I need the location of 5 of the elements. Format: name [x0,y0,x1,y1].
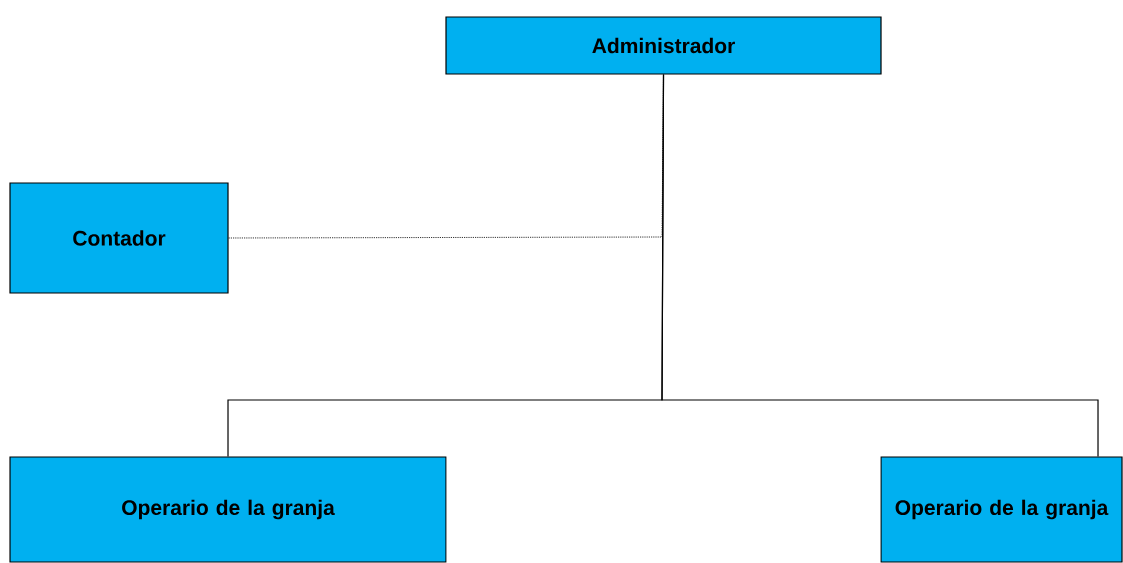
org-box: Administrador [445,16,882,75]
org-box: Contador [9,182,229,294]
org-box: Operario de la granja [880,456,1123,563]
org-box: Operario de la granja [9,456,447,563]
connector-line [661,74,1099,457]
